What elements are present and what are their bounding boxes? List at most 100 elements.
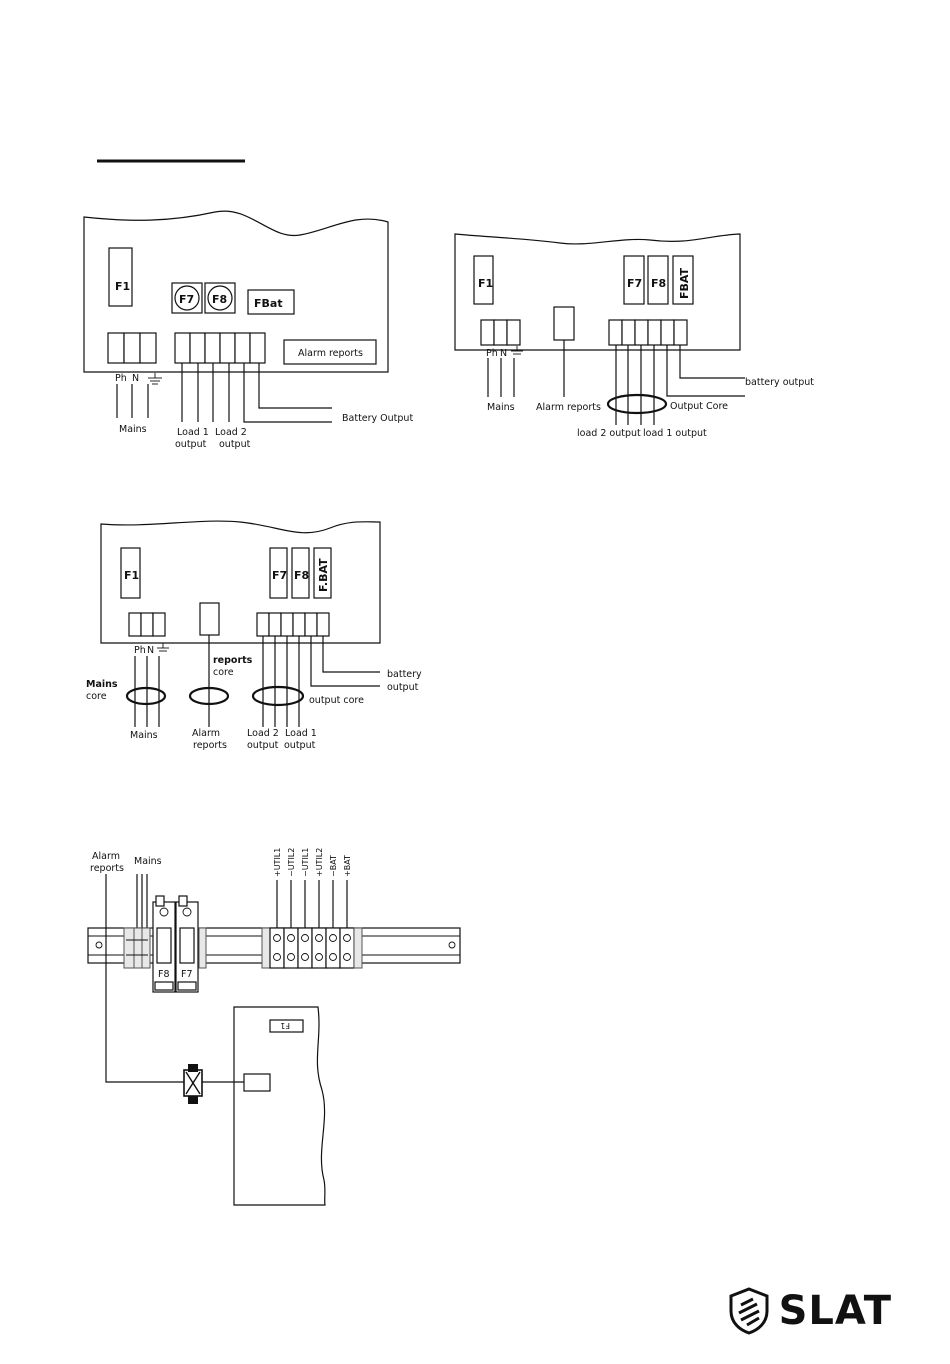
load1-label: Load 1 [285, 728, 317, 739]
rail-mount-hole [448, 941, 456, 949]
load2-output-label: output [219, 439, 251, 450]
figure-1-enclosure: F1 F7 F8 FBat Alarm reports Ph N [83, 210, 413, 450]
load2-output-label: output [247, 740, 279, 751]
mains-label: Mains [134, 856, 162, 867]
terminal-n-label: N [147, 645, 154, 656]
control-panel [233, 1006, 326, 1206]
output-terminal-block [174, 332, 266, 364]
ground-icon [157, 643, 169, 652]
mains-core-label: Mains [86, 679, 118, 690]
brand-name: SLAT [778, 1288, 892, 1334]
fuse-f7-label: F7 [181, 969, 193, 980]
battery-output-label: output [387, 682, 419, 693]
bat-minus-label: −BAT [329, 855, 338, 877]
fuse-f8 [291, 547, 310, 599]
alarm-reports-label: reports [193, 740, 227, 751]
fuse-f8-label: F8 [651, 277, 666, 290]
util1-minus-label: −UTIL1 [301, 848, 310, 877]
alarm-reports-connector [243, 1073, 271, 1092]
load1-output-label: output [175, 439, 207, 450]
ferrite-core [183, 1064, 203, 1104]
util2-plus-label: +UTIL2 [315, 848, 324, 877]
fuse-holder-f7: F7 [175, 895, 199, 993]
fuse-fbat [247, 289, 295, 315]
output-terminals [261, 927, 363, 969]
mains-terminal-block [480, 319, 521, 346]
bat-plus-label: +BAT [343, 855, 352, 877]
load1-label: Load 1 [177, 427, 209, 438]
panel-fuse-label: F1 [280, 1021, 290, 1030]
terminal-ph-label: Ph [115, 373, 127, 384]
mains-label: Mains [130, 730, 158, 741]
load2-label: Load 2 [247, 728, 279, 739]
output-core-ring [251, 685, 305, 707]
reports-core-sub-label: core [213, 667, 234, 678]
fuse-f1-label: F1 [124, 569, 139, 582]
fuse-holder-f8: F8 [152, 895, 176, 993]
fuse-f7-label: F7 [272, 569, 287, 582]
fuse-f1 [473, 255, 494, 305]
util2-minus-label: −UTIL2 [287, 848, 296, 877]
fuse-f1-label: F1 [478, 277, 493, 290]
fuse-f7-label: F7 [179, 293, 194, 306]
mains-terminals [123, 927, 151, 969]
battery-label: battery [387, 669, 422, 680]
load1-output-label: output [284, 740, 316, 751]
panel-fuse [269, 1019, 304, 1033]
output-core-label: output core [309, 695, 364, 706]
battery-output-label: battery output [745, 377, 814, 388]
alarm-reports-box [283, 339, 377, 365]
output-terminal-block [608, 319, 688, 346]
ground-icon [148, 373, 162, 385]
mains-core-ring [125, 686, 167, 706]
fuse-f7-label: F7 [627, 277, 642, 290]
mains-core-sub-label: core [86, 691, 107, 702]
end-stop [198, 927, 207, 969]
load2-output-label: load 2 output [577, 428, 641, 439]
mains-label: Mains [487, 402, 515, 413]
fuse-fbat-label: FBat [254, 297, 283, 310]
fuse-fbat [313, 547, 332, 599]
fuse-f8 [647, 255, 669, 305]
figure-4-din-rail: Alarm reports Mains F8 [87, 848, 461, 1206]
battery-output-label: Battery Output [342, 413, 413, 424]
fuse-fbat [672, 255, 694, 305]
rail-mount-hole [95, 941, 103, 949]
fuse-f8-label: F8 [158, 969, 170, 980]
alarm-reports-label: Alarm reports [536, 402, 601, 413]
alarm-reports-box [199, 602, 220, 636]
reports-core-ring [188, 686, 230, 706]
fuse-f1 [108, 247, 133, 307]
fuse-f1 [120, 547, 141, 599]
ground-icon [511, 346, 523, 355]
output-core-ring [606, 393, 668, 415]
alarm-label: Alarm [192, 728, 220, 739]
mains-terminal-block [107, 332, 157, 364]
output-terminal-block [256, 612, 330, 637]
terminal-ph-label: Ph [134, 645, 146, 656]
reports-core-label: reports [213, 655, 253, 666]
fuse-f1-label: F1 [115, 280, 130, 293]
terminal-n-label: N [500, 348, 507, 359]
fuse-fbat-label: F.BAT [317, 558, 330, 592]
mains-label: Mains [119, 424, 147, 435]
alarm-reports-box-label: Alarm reports [298, 348, 363, 359]
figure-3-enclosure: F1 F7 F8 F.BAT Ph N [86, 520, 422, 751]
fuse-f8 [204, 282, 236, 314]
terminal-n-label: N [132, 373, 139, 384]
mains-terminal-block [128, 612, 166, 637]
fuse-f7 [269, 547, 288, 599]
util1-plus-label: +UTIL1 [273, 848, 282, 877]
fuse-f8-label: F8 [212, 293, 227, 306]
output-core-label: Output Core [670, 401, 728, 412]
fuse-f7 [171, 282, 203, 314]
alarm-reports-box [553, 306, 575, 341]
alarm-label: Alarm [92, 851, 120, 862]
fuse-f8-label: F8 [294, 569, 309, 582]
alarm-reports-label: reports [90, 863, 124, 874]
fuse-f7 [623, 255, 645, 305]
shield-icon [729, 1287, 769, 1335]
terminal-ph-label: Ph [486, 348, 498, 359]
